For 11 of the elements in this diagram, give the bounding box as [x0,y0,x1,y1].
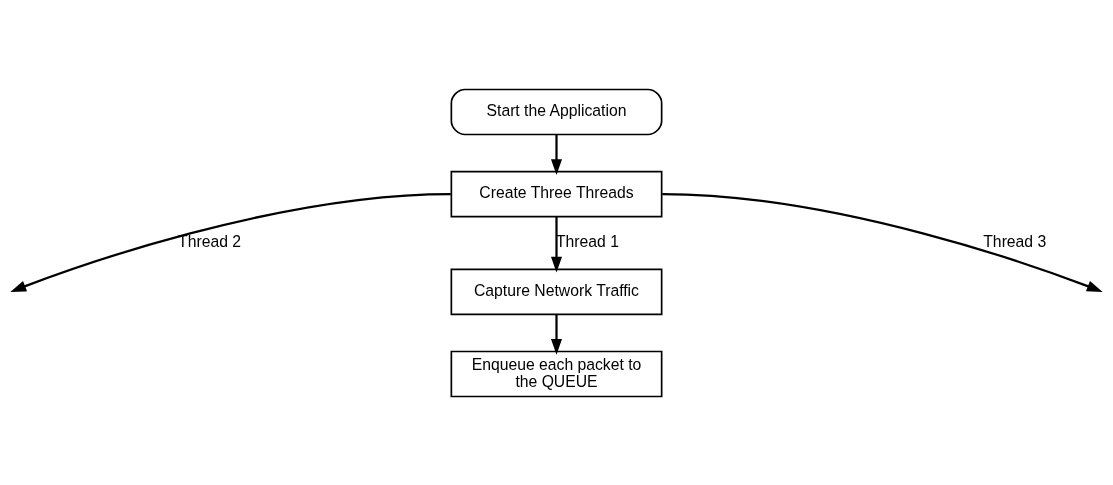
arrow [550,216,563,273]
node-box: Capture Network Traffic [450,268,663,315]
arrow [550,134,563,175]
node-box: Enqueue each packet to the QUEUE [450,350,663,397]
arrow [550,313,563,355]
arrow [662,192,1103,292]
edge-label: Thread 2 [178,232,242,250]
node-box: Start the Application [450,88,663,135]
node-box: Create Three Threads [450,170,663,217]
edge-label: Thread 3 [983,232,1047,250]
arrow [10,192,451,292]
